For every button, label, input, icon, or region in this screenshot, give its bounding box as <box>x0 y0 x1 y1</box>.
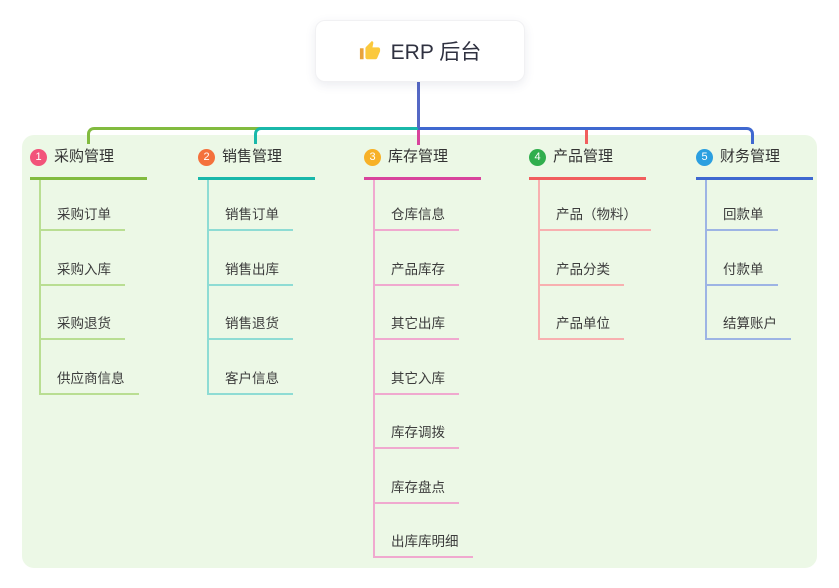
child-node[interactable]: 销售出库 <box>209 231 293 286</box>
branch-label: 销售管理 <box>222 148 283 165</box>
connector-root <box>417 79 420 128</box>
branch-children: 产品（物料） 产品分类 产品单位 <box>538 180 651 340</box>
branch-node-2: 2 销售管理 销售订单 销售出库 销售退货 客户信息 <box>198 146 315 395</box>
branch-index-badge: 4 <box>529 148 546 166</box>
branch-node-4: 4 产品管理 产品（物料） 产品分类 产品单位 <box>529 146 651 340</box>
branches-panel-background <box>22 135 817 568</box>
child-node[interactable]: 付款单 <box>707 231 778 286</box>
child-node[interactable]: 其它出库 <box>375 286 459 340</box>
branch-index-badge: 2 <box>198 148 215 166</box>
branch-index-badge: 1 <box>30 148 47 166</box>
branch-children: 仓库信息 产品库存 其它出库 其它入库 库存调拨 库存盘点 出库库明细 <box>373 180 473 558</box>
branch-header[interactable]: 4 产品管理 <box>529 146 646 180</box>
child-node[interactable]: 库存盘点 <box>375 449 459 504</box>
child-node[interactable]: 采购订单 <box>41 180 125 231</box>
child-node[interactable]: 产品（物料） <box>540 180 651 231</box>
thumbs-up-icon <box>359 40 380 60</box>
branch-children: 采购订单 采购入库 采购退货 供应商信息 <box>39 180 139 395</box>
child-node[interactable]: 仓库信息 <box>375 180 459 231</box>
connector-branch-1 <box>87 127 418 144</box>
child-node[interactable]: 客户信息 <box>209 340 293 395</box>
branch-header[interactable]: 1 采购管理 <box>30 146 147 180</box>
branch-label: 产品管理 <box>553 148 614 165</box>
child-node[interactable]: 采购退货 <box>41 286 125 340</box>
child-node[interactable]: 销售退货 <box>209 286 293 340</box>
branch-node-5: 5 财务管理 回款单 付款单 结算账户 <box>696 146 813 340</box>
branch-label: 库存管理 <box>388 148 449 165</box>
branch-children: 销售订单 销售出库 销售退货 客户信息 <box>207 180 293 395</box>
child-node[interactable]: 产品单位 <box>540 286 624 340</box>
branch-header[interactable]: 5 财务管理 <box>696 146 813 180</box>
child-node[interactable]: 销售订单 <box>209 180 293 231</box>
connector-branch-2 <box>254 127 418 144</box>
connector-branch-4 <box>585 130 588 144</box>
root-node[interactable]: ERP 后台 <box>315 20 525 82</box>
child-node[interactable]: 产品分类 <box>540 231 624 286</box>
branch-label: 采购管理 <box>54 148 115 165</box>
root-label: ERP 后台 <box>390 41 482 64</box>
branch-children: 回款单 付款单 结算账户 <box>705 180 791 340</box>
branch-label: 财务管理 <box>720 148 781 165</box>
child-node[interactable]: 库存调拨 <box>375 395 459 449</box>
branch-header[interactable]: 2 销售管理 <box>198 146 315 180</box>
branch-index-badge: 3 <box>364 148 381 166</box>
child-node[interactable]: 供应商信息 <box>41 340 139 395</box>
child-node[interactable]: 回款单 <box>707 180 778 231</box>
child-node[interactable]: 产品库存 <box>375 231 459 286</box>
branch-node-3: 3 库存管理 仓库信息 产品库存 其它出库 其它入库 库存调拨 库存盘点 出库库… <box>364 146 481 558</box>
child-node[interactable]: 其它入库 <box>375 340 459 395</box>
child-node[interactable]: 结算账户 <box>707 286 791 340</box>
branch-header[interactable]: 3 库存管理 <box>364 146 481 180</box>
branch-index-badge: 5 <box>696 148 713 166</box>
connector-branch-3 <box>417 130 420 145</box>
connector-branch-5 <box>418 127 754 144</box>
branch-node-1: 1 采购管理 采购订单 采购入库 采购退货 供应商信息 <box>30 146 147 395</box>
child-node[interactable]: 采购入库 <box>41 231 125 286</box>
child-node[interactable]: 出库库明细 <box>375 504 473 558</box>
